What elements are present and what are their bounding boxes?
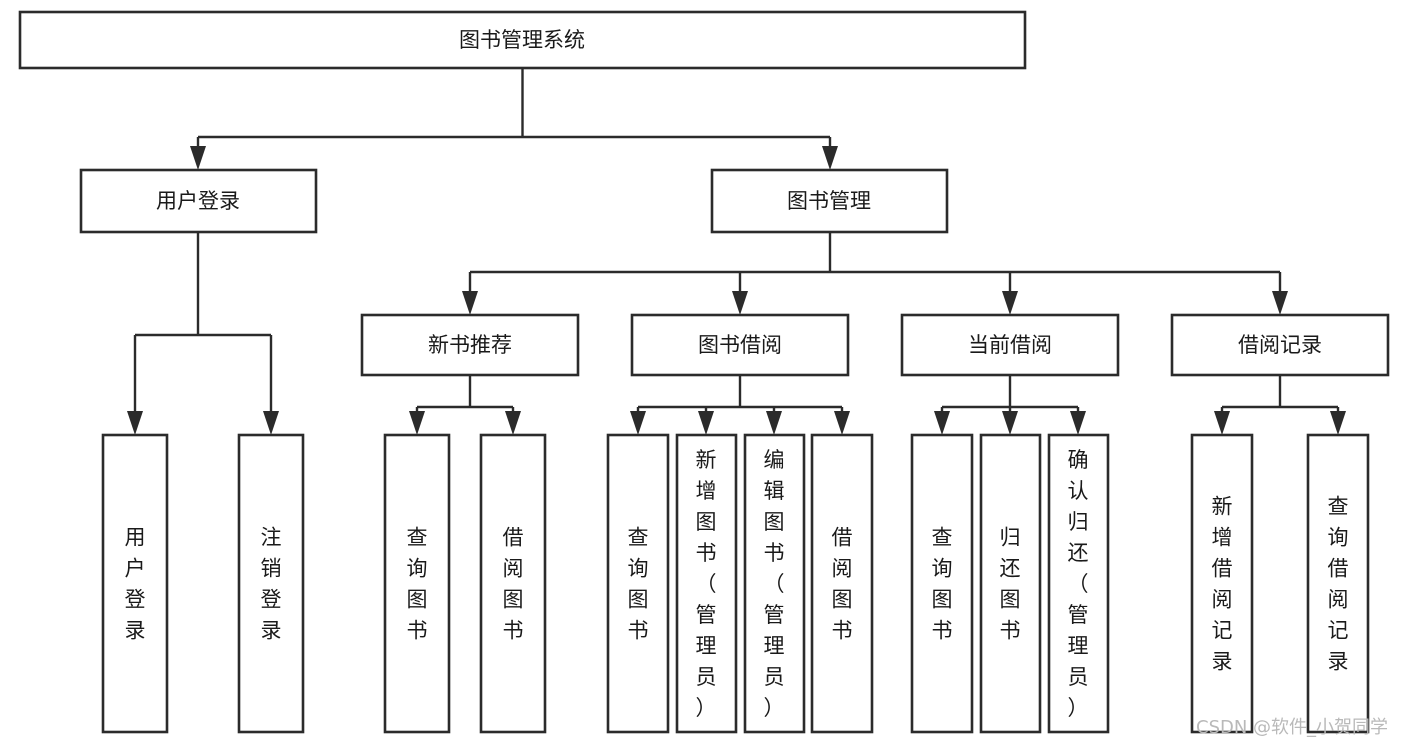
arrow-book-borrow-leaf2: [698, 411, 714, 435]
arrow-borrow-record-leaf1: [1214, 411, 1230, 435]
node-borrow-record-box[interactable]: [1170, 313, 1390, 377]
leaf-borrow-edit-book-label: 编辑图书（管理员）: [764, 448, 785, 720]
leaf-new-book-borrow[interactable]: 借阅图书: [479, 433, 547, 734]
leaf-borrow-query-box[interactable]: [606, 433, 670, 734]
arrow-to-user-login: [190, 146, 206, 170]
leaf-borrow-edit-book-box[interactable]: [743, 433, 806, 734]
leaf-current-query-box[interactable]: [910, 433, 974, 734]
node-book-management-box[interactable]: [710, 168, 949, 234]
arrow-current-borrow-leaf1: [934, 411, 950, 435]
connector-layer: [127, 68, 1346, 435]
arrow-new-book-leaf1: [409, 411, 425, 435]
leaf-user-login-login-box[interactable]: [101, 433, 169, 734]
node-new-book-recommend[interactable]: 新书推荐: [360, 313, 580, 377]
leaf-current-return[interactable]: 归还图书: [979, 433, 1042, 734]
node-new-book-recommend-label: 新书推荐: [428, 333, 512, 357]
leaf-new-book-query[interactable]: 查询图书: [383, 433, 451, 734]
arrow-new-book-leaf2: [505, 411, 521, 435]
arrow-user-login-leaf2: [263, 411, 279, 435]
leaf-record-query-label: 查询借阅记录: [1328, 495, 1349, 674]
leaf-borrow-query-label: 查询图书: [628, 526, 649, 643]
leaf-record-add-label: 新增借阅记录: [1212, 495, 1233, 674]
node-book-management-label: 图书管理: [787, 189, 871, 213]
leaf-record-query[interactable]: 查询借阅记录: [1306, 433, 1370, 734]
leaf-current-confirm-return-box[interactable]: [1047, 433, 1110, 734]
arrow-book-borrow-leaf3: [766, 411, 782, 435]
node-user-login-label: 用户登录: [156, 189, 240, 213]
leaf-record-add-box[interactable]: [1190, 433, 1254, 734]
leaf-user-login-login-label: 用户登录: [125, 526, 146, 643]
node-root[interactable]: 图书管理系统: [18, 10, 1027, 70]
leaf-user-login-login[interactable]: 用户登录: [101, 433, 169, 734]
leaf-borrow-edit-book[interactable]: 编辑图书（管理员）: [743, 433, 806, 734]
arrow-current-borrow-leaf3: [1070, 411, 1086, 435]
arrow-book-borrow-leaf1: [630, 411, 646, 435]
arrow-borrow-record-leaf2: [1330, 411, 1346, 435]
watermark-label: CSDN @软件_小贺同学: [1196, 717, 1388, 738]
leaf-user-login-logout[interactable]: 注销登录: [237, 433, 305, 734]
node-book-borrow-box[interactable]: [630, 313, 850, 377]
arrow-to-book-mgmt: [822, 146, 838, 170]
node-root-box[interactable]: [18, 10, 1027, 70]
node-borrow-record-label: 借阅记录: [1238, 333, 1322, 357]
leaf-user-login-logout-box[interactable]: [237, 433, 305, 734]
leaf-new-book-query-label: 查询图书: [407, 526, 428, 643]
leaf-record-query-box[interactable]: [1306, 433, 1370, 734]
node-new-book-recommend-box[interactable]: [360, 313, 580, 377]
node-current-borrow[interactable]: 当前借阅: [900, 313, 1120, 377]
arrow-to-current-borrow: [1002, 291, 1018, 315]
node-book-management[interactable]: 图书管理: [710, 168, 949, 234]
leaf-new-book-query-box[interactable]: [383, 433, 451, 734]
arrow-to-borrow-record: [1272, 291, 1288, 315]
arrow-to-book-borrow: [732, 291, 748, 315]
leaf-current-confirm-return[interactable]: 确认归还（管理员）: [1047, 433, 1110, 734]
leaf-borrow-borrow-book-label: 借阅图书: [832, 526, 853, 643]
arrow-current-borrow-leaf2: [1002, 411, 1018, 435]
node-book-borrow[interactable]: 图书借阅: [630, 313, 850, 377]
leaf-borrow-borrow-book-box[interactable]: [810, 433, 874, 734]
leaf-current-query-label: 查询图书: [932, 526, 953, 643]
node-borrow-record[interactable]: 借阅记录: [1170, 313, 1390, 377]
arrow-user-login-leaf1: [127, 411, 143, 435]
arrow-to-new-book: [462, 291, 478, 315]
leaf-borrow-borrow-book[interactable]: 借阅图书: [810, 433, 874, 734]
node-root-label: 图书管理系统: [459, 28, 585, 52]
leaf-new-book-borrow-box[interactable]: [479, 433, 547, 734]
node-user-login-box[interactable]: [79, 168, 318, 234]
leaf-current-return-label: 归还图书: [1000, 526, 1021, 643]
leaf-borrow-add-book-label: 新增图书（管理员）: [696, 448, 717, 720]
leaf-borrow-add-book[interactable]: 新增图书（管理员）: [675, 433, 738, 734]
node-user-login[interactable]: 用户登录: [79, 168, 318, 234]
node-book-borrow-label: 图书借阅: [698, 333, 782, 357]
leaf-record-add[interactable]: 新增借阅记录: [1190, 433, 1254, 734]
leaf-borrow-query[interactable]: 查询图书: [606, 433, 670, 734]
node-current-borrow-box[interactable]: [900, 313, 1120, 377]
leaf-borrow-add-book-box[interactable]: [675, 433, 738, 734]
leaf-user-login-logout-label: 注销登录: [261, 526, 282, 643]
node-current-borrow-label: 当前借阅: [968, 333, 1052, 357]
leaf-current-return-box[interactable]: [979, 433, 1042, 734]
leaf-new-book-borrow-label: 借阅图书: [503, 526, 524, 643]
leaf-current-query[interactable]: 查询图书: [910, 433, 974, 734]
leaf-current-confirm-return-label: 确认归还（管理员）: [1068, 448, 1089, 720]
arrow-book-borrow-leaf4: [834, 411, 850, 435]
